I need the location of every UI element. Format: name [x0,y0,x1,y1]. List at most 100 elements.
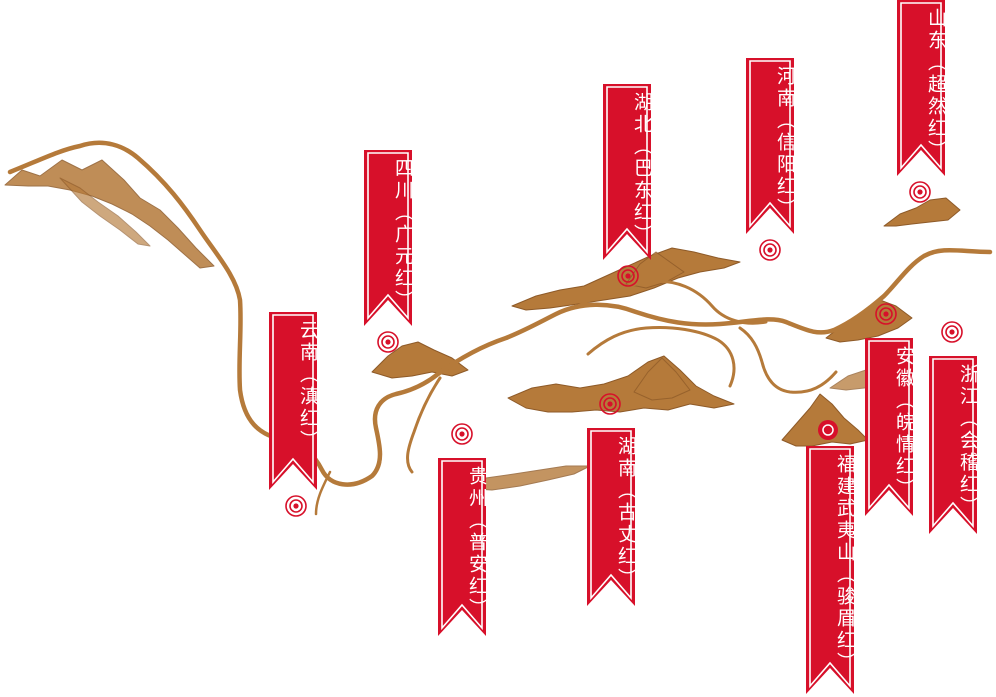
banner-label: 湖北（巴东红） [631,92,653,246]
banner-hunan[interactable]: 湖南（古丈红） [587,428,637,606]
marker-anhui[interactable] [874,302,898,326]
marker-ring [617,265,639,287]
banner-label: 云南（滇红） [297,320,319,452]
marker-ring [763,243,777,257]
marker-ring [603,397,617,411]
banner-ribbon-border [367,152,409,321]
banner-henan[interactable]: 河南（信阳红） [746,58,796,234]
banner-ribbon-border [590,430,632,601]
marker-ring [883,311,889,317]
marker-shandong[interactable] [908,180,932,204]
mountain-hunan-summit [633,357,691,401]
banner-anhui[interactable]: 安徽（皖情红） [865,338,915,516]
location-pin-icon [818,420,838,440]
banner-ribbon-fill [603,84,651,260]
banner-label: 安徽（皖情红） [893,346,915,500]
mountain-ranges [4,159,961,491]
tributary-guizhou [406,376,442,474]
banner-ribbon-fill [806,446,854,694]
marker-ring [621,269,635,283]
marker-ring [941,321,963,343]
banner-ribbon-border [606,86,648,255]
marker-zhejiang[interactable] [940,320,964,344]
marker-ring [377,331,399,353]
banner-ribbon-shape [364,150,412,326]
marker-ring [913,185,927,199]
location-pin-icon [285,495,307,517]
banner-label: 山东（超然红） [925,8,947,162]
marker-ring [909,181,931,203]
banner-hubei[interactable]: 湖北（巴东红） [603,84,653,260]
marker-ring [875,303,897,325]
banner-ribbon-shape [587,428,635,606]
marker-henan[interactable] [758,238,782,262]
marker-yunnan[interactable] [284,494,308,518]
banner-label: 四川（广元红） [392,158,414,312]
banner-label: 湖南（古丈红） [615,436,637,590]
banner-ribbon-shape [897,0,945,176]
location-pin-icon [617,265,639,287]
banner-ribbon-border [749,60,791,229]
marker-hubei[interactable] [616,264,640,288]
yangtze-river [7,140,993,487]
mountain-hubei-peaks [625,251,685,289]
banner-ribbon-shape [603,84,651,260]
tributary-east [738,326,838,394]
marker-ring [917,189,923,195]
location-pin-icon [377,331,399,353]
marker-hunan[interactable] [598,392,622,416]
location-pin-icon [909,181,931,203]
banner-guizhou[interactable]: 贵州（普安红） [438,458,488,636]
banner-ribbon-fill [364,150,412,326]
banner-ribbon-fill [897,0,945,176]
banner-ribbon-border [441,460,483,631]
marker-ring [767,247,773,253]
mountain-hunan [507,355,735,413]
banner-ribbon-fill [929,356,977,534]
banner-fujian[interactable]: 福建武夷山（骏眉红） [806,446,856,694]
marker-ring [285,495,307,517]
marker-ring [625,273,631,279]
marker-fujian[interactable] [816,418,840,442]
banner-ribbon-fill [587,428,635,606]
banner-label: 福建武夷山（骏眉红） [834,454,856,674]
banner-sichuan[interactable]: 四川（广元红） [364,150,414,326]
marker-ring [759,239,781,261]
marker-sichuan[interactable] [376,330,400,354]
banner-ribbon-shape [269,312,317,490]
banner-label: 河南（信阳红） [774,66,796,220]
banner-ribbon-fill [269,312,317,490]
marker-ring [459,431,465,437]
location-pin-icon [941,321,963,343]
banner-ribbon-border [900,2,942,171]
marker-guizhou[interactable] [450,422,474,446]
marker-ring [945,325,959,339]
tributary-west [314,470,332,516]
banner-ribbon-border [932,358,974,529]
tributary-north [576,279,768,325]
banner-ribbon-border [809,448,851,689]
banner-ribbon-shape [865,338,913,516]
marker-ring [818,420,838,440]
marker-ring [599,393,621,415]
tributary-hunan [586,326,736,388]
mountain-shandong [883,197,961,227]
banner-ribbon-border [868,340,910,511]
marker-ring [607,401,613,407]
marker-ring [879,307,893,321]
marker-ring [822,424,834,436]
banner-ribbon-border [272,314,314,485]
banner-label: 贵州（普安红） [466,466,488,620]
banner-yunnan[interactable]: 云南（滇红） [269,312,319,490]
banner-ribbon-shape [929,356,977,534]
rivers [7,140,993,516]
banner-shandong[interactable]: 山东（超然红） [897,0,947,176]
location-pin-icon [875,303,897,325]
marker-ring [455,427,469,441]
marker-ring [451,423,473,445]
banner-zhejiang[interactable]: 浙江（会稽红） [929,356,979,534]
banner-ribbon-shape [746,58,794,234]
marker-ring [949,329,955,335]
